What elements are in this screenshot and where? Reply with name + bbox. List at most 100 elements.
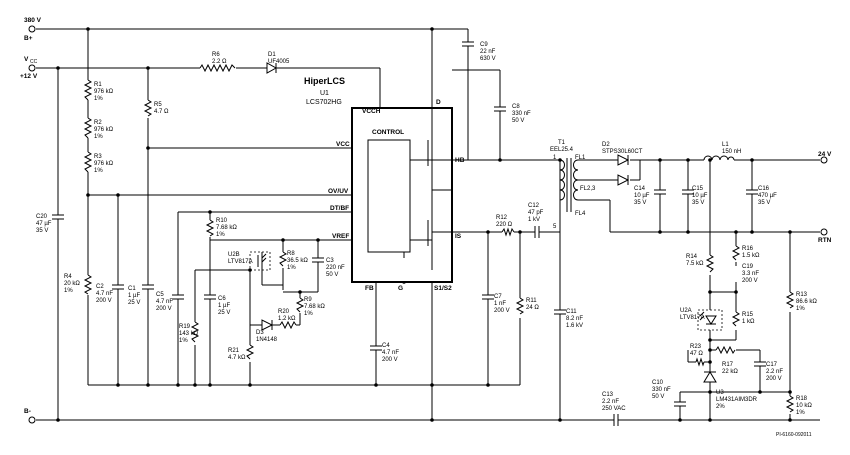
r2-symbol	[83, 117, 93, 139]
pin-vcch: VCCH	[362, 108, 381, 115]
r14-ref-label: R14	[686, 254, 698, 260]
r13-value-label: 1%	[796, 306, 805, 312]
label-vcc: V	[24, 56, 29, 63]
c7-value-label: 1 nF	[494, 301, 506, 307]
d3-ref-label: D3	[256, 330, 264, 336]
c10-ref-label: C10	[652, 380, 664, 386]
c12-ref-label: C12	[528, 203, 540, 209]
r16-value-label: 1.5 kΩ	[742, 253, 760, 259]
label-24v: 24 V	[818, 151, 832, 158]
d1-ref-label: D1	[268, 52, 276, 58]
c3-value-label: 220 nF	[326, 265, 345, 271]
r6-value-label: 2.2 Ω	[212, 59, 227, 65]
r11-value-label: 24 Ω	[526, 305, 539, 311]
junctions	[56, 27, 792, 422]
c9-value-label: 630 V	[480, 56, 496, 62]
r5-ref-label: R5	[154, 102, 162, 108]
r11-symbol	[515, 297, 525, 315]
component-symbols	[52, 41, 795, 426]
r2-value-label: 976 kΩ	[94, 127, 114, 133]
t1-core: EEL25.4	[550, 147, 574, 153]
r12-value-label: 220 Ω	[496, 222, 513, 228]
c16-value-label: 35 V	[758, 200, 770, 206]
label-12v: +12 V	[20, 73, 38, 80]
r17-symbol	[715, 345, 736, 355]
c2-symbol	[112, 284, 124, 300]
d1-value-label: UF4005	[268, 59, 290, 65]
ic-part: LCS702HG	[306, 99, 342, 106]
c5-value-label: 4.7 nF	[156, 299, 173, 305]
u3-symbol	[703, 371, 717, 412]
c6-value-label: 1 µF	[218, 303, 230, 309]
r2-value-label: 1%	[94, 134, 103, 140]
t1-fl23: FL2,3	[580, 186, 596, 192]
c12-value-label: 1 kV	[528, 217, 540, 223]
c10-value-label: 330 nF	[652, 387, 671, 393]
c19-ref-label: C19	[742, 264, 754, 270]
c4-symbol	[370, 345, 382, 360]
d2-ref-label: D2	[602, 142, 610, 148]
r4-value-label: 20 kΩ	[64, 281, 80, 287]
c14-value-label: 10 µF	[634, 193, 650, 199]
c12-value-label: 47 pF	[528, 210, 544, 216]
d3-value-label: 1N4148	[256, 337, 278, 343]
r20-symbol	[279, 320, 297, 330]
c11-ref-label: C11	[566, 309, 577, 315]
c16-value-label: 470 µF	[758, 193, 777, 199]
r8-symbol	[278, 251, 288, 267]
r23-ref-label: R23	[690, 344, 702, 350]
pin-s1s2: S1/S2	[434, 285, 452, 292]
c8-symbol	[494, 106, 506, 125]
c17-symbol	[754, 361, 766, 372]
l1-value-label: 150 nH	[722, 149, 741, 155]
pin-d: D	[436, 99, 441, 106]
r14-symbol	[705, 254, 715, 273]
r23-symbol	[695, 357, 705, 367]
u2a-symbol	[697, 309, 723, 331]
component-labels: 380 V B+ V CC +12 V B- 24 V RTN PI-6160-…	[20, 17, 832, 438]
l1-ref-label: L1	[722, 142, 729, 148]
c17-value-label: 2.2 nF	[766, 369, 783, 375]
r15-ref-label: R15	[742, 312, 754, 318]
r23-value-label: 47 Ω	[690, 351, 703, 357]
r15-symbol	[731, 311, 741, 327]
u2b-ref-label: U2B	[228, 252, 240, 258]
terminal-380v	[28, 25, 36, 33]
r1-value-label: 976 kΩ	[94, 89, 114, 95]
c20-value-label: 35 V	[36, 228, 48, 234]
l1-symbol	[703, 155, 735, 161]
c7-symbol	[482, 294, 494, 312]
d3-symbol	[261, 319, 274, 331]
c10-value-label: 50 V	[652, 394, 664, 400]
r16-ref-label: R16	[742, 246, 754, 252]
r10-ref-label: R10	[216, 218, 228, 224]
c17-ref-label: C17	[766, 362, 778, 368]
c1-symbol	[142, 284, 154, 300]
wiring	[36, 28, 820, 421]
c11-value-label: 1.6 kV	[566, 323, 583, 329]
r3-value-label: 1%	[94, 168, 103, 174]
pin-g: G	[398, 285, 403, 292]
r13-ref-label: R13	[796, 292, 808, 298]
label-380v: 380 V	[24, 17, 42, 24]
r3-symbol	[83, 151, 93, 173]
label-bplus: B+	[24, 35, 33, 42]
r21-value-label: 4.7 kΩ	[228, 355, 246, 361]
r10-value-label: 7.68 kΩ	[216, 225, 237, 231]
pin-is: IS	[455, 233, 462, 240]
c4-value-label: 200 V	[382, 357, 398, 363]
control-label: CONTROL	[372, 129, 404, 136]
r19-value-label: 1%	[179, 338, 188, 344]
ic-u1: VCCH D VCC HB OV/UV DT/BF VREF IS FB G S…	[304, 76, 465, 292]
c3-ref-label: C3	[326, 258, 334, 264]
r5-value-label: 4.7 Ω	[154, 109, 169, 115]
pin-ovuv: OV/UV	[328, 188, 349, 195]
c14-symbol	[654, 189, 666, 204]
c8-value-label: 50 V	[512, 118, 524, 124]
terminals	[28, 25, 828, 424]
c15-value-label: 10 µF	[692, 193, 708, 199]
r14-value-label: 7.5 kΩ	[686, 261, 704, 267]
r19-ref-label: R19	[179, 324, 191, 330]
c9-symbol	[462, 41, 474, 60]
